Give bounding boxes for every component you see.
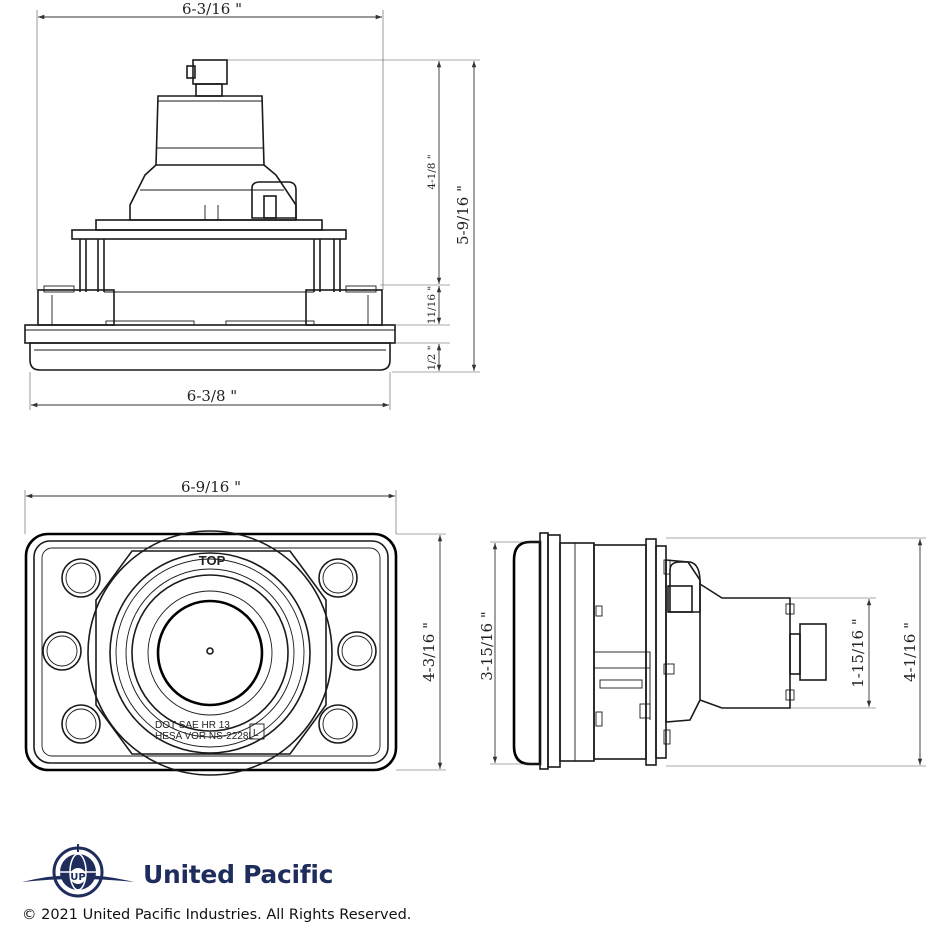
- united-pacific-globe-logo-icon: UP: [22, 844, 134, 898]
- front-height-label: 4-3/16 ": [420, 622, 438, 682]
- top-width-label: 6-3/16 ": [182, 0, 242, 18]
- front-width-label: 6-9/16 ": [181, 478, 241, 496]
- copyright-text: © 2021 United Pacific Industries. All Ri…: [22, 907, 412, 923]
- side-body-height-label: 3-15/16 ": [478, 611, 496, 681]
- side-view-dimensions: 3-15/16 " 4-1/16 " 1-15/16 ": [478, 537, 926, 767]
- lens-height-label: 1/2 ": [426, 345, 438, 370]
- marking-line1: DOT SAE HR 13: [155, 720, 230, 731]
- front-view: TOP DOT SAE HR 13 HESA VOR NS-2228L L: [24, 530, 398, 776]
- marking-line2: HESA VOR NS-2228L: [155, 731, 254, 742]
- top-view: [24, 59, 396, 371]
- body-height-label: 4-1/8 ": [426, 154, 438, 189]
- svg-text:UP: UP: [70, 872, 85, 883]
- brand-name: United Pacific: [143, 860, 334, 889]
- cert-symbol: L: [253, 728, 259, 739]
- side-total-height-label: 4-1/16 ": [901, 622, 919, 682]
- total-height-label: 5-9/16 ": [454, 185, 472, 245]
- front-view-dimensions: 6-9/16 " 4-3/16 ": [24, 478, 446, 771]
- top-mark: TOP: [199, 553, 226, 568]
- flange-height-label: 11/16 ": [426, 286, 438, 324]
- side-view: [512, 532, 827, 770]
- bottom-width-label: 6-3/8 ": [187, 387, 237, 405]
- connector-height-label: 1-15/16 ": [849, 618, 867, 688]
- top-view-dimensions: 6-3/16 " 6-3/8 " 5-9/16 " 4-1/8 " 11/16 …: [29, 0, 480, 410]
